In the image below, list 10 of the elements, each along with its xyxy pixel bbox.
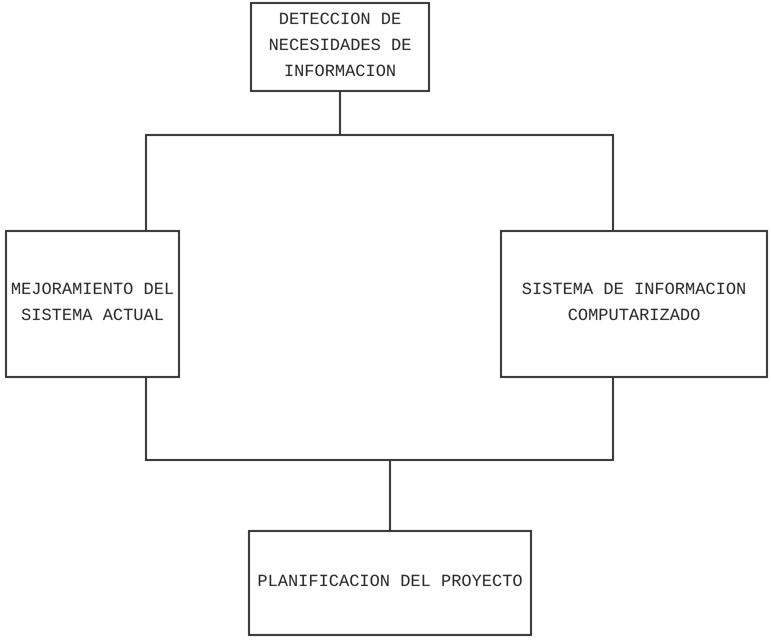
connector-line: [389, 378, 614, 530]
process-box: [500, 230, 768, 378]
box-label: MEJORAMIENTO DEL SISTEMA ACTUAL: [10, 280, 176, 328]
box-label: SISTEMA DE INFORMACION COMPUTARIZADO: [520, 280, 748, 328]
process-box: [248, 530, 532, 636]
process-box: [5, 230, 180, 378]
box-label: PLANIFICACION DEL PROYECTO: [257, 572, 523, 594]
connector-line: [339, 92, 614, 230]
box-label: DETECCION DE NECESIDADES DE INFORMACION: [268, 10, 412, 84]
process-box: [250, 2, 430, 92]
